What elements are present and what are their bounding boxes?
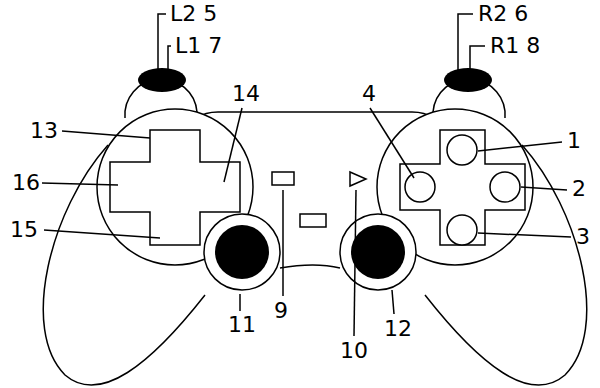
callout-label: 2 bbox=[572, 178, 586, 200]
callout-label: R2 6 bbox=[478, 3, 528, 25]
callout-label: 12 bbox=[384, 318, 412, 340]
callout-label: 11 bbox=[228, 314, 256, 336]
callout-label: R1 8 bbox=[490, 35, 540, 57]
callout-label: 14 bbox=[232, 83, 260, 105]
callout-label: 3 bbox=[576, 226, 590, 248]
callout-label: 13 bbox=[30, 120, 58, 142]
callout-label: 15 bbox=[10, 219, 38, 241]
callout-label: 16 bbox=[12, 172, 40, 194]
callout-label: 4 bbox=[362, 83, 376, 105]
callout-label: L2 5 bbox=[170, 3, 217, 25]
callout-label: 1 bbox=[567, 130, 581, 152]
callout-label: 10 bbox=[340, 340, 368, 362]
callout-label: 9 bbox=[274, 300, 288, 322]
callout-label: L1 7 bbox=[175, 35, 222, 57]
